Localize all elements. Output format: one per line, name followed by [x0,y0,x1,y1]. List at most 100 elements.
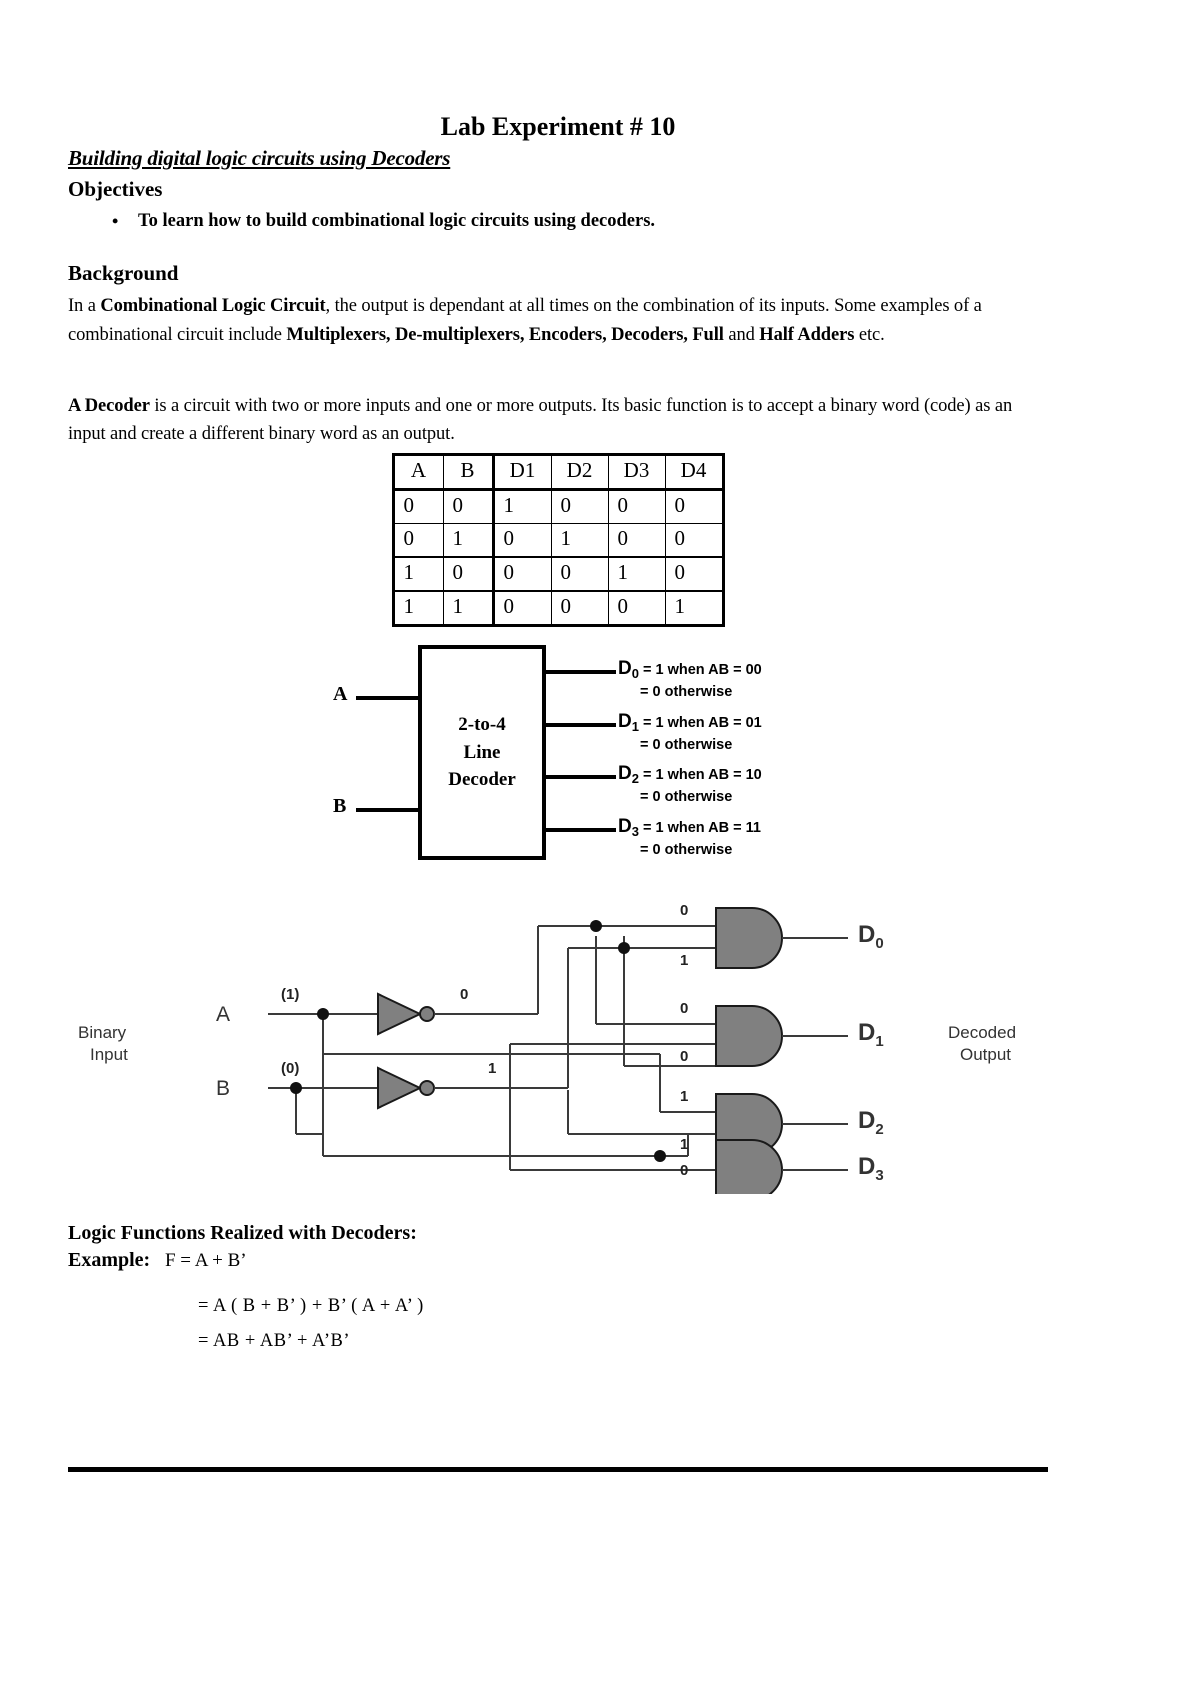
block-output-else-0: = 0 otherwise [640,683,733,700]
truth-table-cell: 0 [392,488,444,524]
junction-nb-1 [618,941,630,954]
truth-table-cell: 0 [442,488,494,524]
truth-table-cell: 1 [442,522,494,558]
block-input-a-label: A [333,682,348,705]
block-label-line2: Line [463,741,501,763]
block-label-line1: 2-to-4 [458,714,506,736]
equation-line-2: = AB + AB’ + A’B’ [198,1330,351,1351]
page-subtitle: Building digital logic circuits using De… [68,145,451,170]
block-output-name-0: D [618,657,632,679]
decoder-gate-circuit: A B Binary Input (1) (0) 0 1 0 1 0 0 1 1… [68,894,1048,1194]
gc-not-a-value: 0 [460,985,469,1003]
gc-d0-bottom-bit: 1 [680,951,689,969]
block-output-sub-3: 3 [631,823,639,839]
truth-table-cell: 0 [550,555,609,592]
truth-table-cell: 0 [607,589,666,626]
truth-table-header-B: B [442,453,494,491]
truth-table-cell: 0 [607,488,666,524]
objective-list-item: • To learn how to build combinational lo… [68,208,1048,235]
truth-table-cell: 1 [607,555,666,592]
truth-table-cell: 1 [550,522,609,558]
truth-table-header-D3: D3 [607,453,666,491]
truth-table-cell: 1 [491,488,552,524]
truth-table-cell: 1 [664,589,724,626]
decoder-bold: A Decoder [68,395,150,416]
and-gate-d0 [715,906,848,969]
bg-bold-2: Multiplexers, De-multiplexers, Encoders,… [286,324,724,345]
example-line: Example: F = A + B’ [68,1249,1048,1272]
background-heading: Background [68,261,179,286]
block-output-label-2: D2 = 1 when AB = 10 = 0 otherwise [618,760,762,808]
objectives-heading: Objectives [68,177,163,202]
block-output-name-1: D [618,710,632,732]
decoder-block-diagram: 2-to-4 Line Decoder A B D0 = 1 when AB =… [68,639,1048,874]
not-gate-b [377,1066,435,1110]
page-content: Lab Experiment # 10 Building digital log… [68,112,1048,1366]
decoder-block-body: 2-to-4 Line Decoder [418,644,546,860]
block-output-cond-2: = 1 when AB = 10 [643,766,762,783]
logic-functions-heading: Logic Functions Realized with Decoders: [68,1221,417,1244]
gc-output-d3: D3 [858,1152,884,1184]
truth-table-cell: 0 [664,488,724,524]
footer-divider [68,1467,1048,1472]
truth-table-cell: 0 [491,522,552,558]
gate-circuit-svg [268,906,848,1194]
block-output-name-2: D [618,762,632,784]
block-output-sub-2: 2 [631,770,639,786]
truth-table-cell: 0 [491,555,552,592]
spacer [68,1274,1048,1296]
block-output-wire-2 [544,774,616,779]
junction-b [290,1081,302,1094]
decoder-text: is a circuit with two or more inputs and… [68,395,1013,445]
junction-a [317,1007,329,1020]
truth-table-cell: 0 [664,555,724,592]
block-output-label-1: D1 = 1 when AB = 01 = 0 otherwise [618,708,762,756]
example-label: Example: [68,1248,151,1271]
truth-table-header-A: A [392,453,444,491]
block-output-sub-1: 1 [631,718,639,734]
gc-a-value: (1) [281,985,300,1003]
bg-text-3: and [723,324,760,345]
block-input-a-wire [356,695,420,700]
gc-input-b-label: B [216,1076,231,1100]
truth-table-cell: 0 [392,522,444,558]
block-output-else-1: = 0 otherwise [640,736,733,753]
junction-na-1 [590,919,602,932]
gc-output-d2: D2 [858,1106,884,1138]
block-output-sub-0: 0 [631,665,639,681]
block-output-else-2: = 0 otherwise [640,788,733,805]
gc-b-value: (0) [281,1059,300,1077]
block-output-cond-0: = 1 when AB = 00 [643,661,762,678]
block-output-label-0: D0 = 1 when AB = 00 = 0 otherwise [618,655,762,703]
gc-d1-bottom-bit: 0 [680,1047,689,1065]
bg-text-4: etc. [854,324,885,345]
truth-table-cell: 1 [392,589,444,626]
bullet-icon: • [112,211,119,232]
truth-table-cell: 0 [607,522,666,558]
equation-line-1: = A ( B + B’ ) + B’ ( A + A’ ) [198,1295,424,1316]
block-output-else-3: = 0 otherwise [640,841,733,858]
bg-text-1: In a [68,296,101,317]
logic-functions-section: Logic Functions Realized with Decoders: … [68,1222,1048,1352]
gc-d3-bottom-bit: 0 [680,1161,689,1179]
and-gate-d1 [715,1004,848,1067]
gc-d2-bottom-bit: 1 [680,1135,689,1153]
spacer [68,350,1048,392]
objective-text: To learn how to build combinational logi… [138,211,656,232]
block-input-b-wire [356,807,420,812]
truth-table-cell: 0 [550,488,609,524]
background-paragraph: In a Combinational Logic Circuit, the ou… [68,292,1048,349]
truth-table-header-D1: D1 [491,453,552,491]
truth-table-cell: 1 [442,589,494,626]
gc-output-d0: D0 [858,920,884,952]
truth-table-cell: 0 [550,589,609,626]
truth-table-cell: 0 [442,555,494,592]
block-output-cond-3: = 1 when AB = 11 [643,819,761,836]
and-gate-d3 [715,1138,848,1194]
gc-d2-top-bit: 1 [680,1087,689,1105]
